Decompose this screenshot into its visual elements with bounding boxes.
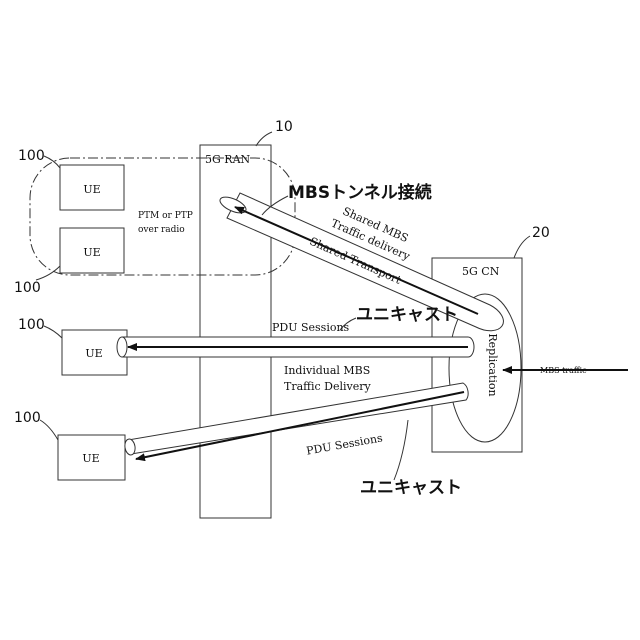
ue-label: UE [82,452,99,465]
pdu-sessions-label: PDU Sessions [305,431,384,457]
ue-ref-leader [40,420,58,440]
ue-ref-number: 100 [14,410,41,426]
unicast-label: ユニキャスト [360,478,462,498]
ue-ref-leader [44,326,62,338]
ue-label: UE [83,183,100,196]
mbs-traffic-label: MBS traffic [540,366,587,375]
radio-label-line2: over radio [138,225,185,235]
ue-ref-number: 100 [14,280,41,296]
ran-ref-number: 10 [275,119,293,135]
cn-label: 5G CN [462,265,500,278]
lower-tube-arrow [136,392,464,459]
ran-label: 5G RAN [205,153,251,166]
ue-ref-number: 100 [18,317,45,333]
ue-label: UE [83,246,100,259]
unicast-label: ユニキャスト [356,305,458,325]
unicast-leader [394,420,408,480]
ran-ref-leader [256,132,272,146]
radio-label-line1: PTM or PTP [138,211,193,221]
tube-end-cap [117,337,127,357]
traffic-delivery-label: Traffic Delivery [284,380,371,393]
pdu-sessions-label: PDU Sessions [272,321,350,334]
cn-ref-leader [514,236,530,258]
ue-ref-number: 100 [18,148,45,164]
replication-label: Replication [486,333,499,396]
lower-tube [128,383,468,454]
tunnel-title: MBSトンネル接続 [288,182,432,203]
individual-mbs-label: Individual MBS [284,364,370,377]
ue-label: UE [85,347,102,360]
cn-ref-number: 20 [532,225,550,241]
